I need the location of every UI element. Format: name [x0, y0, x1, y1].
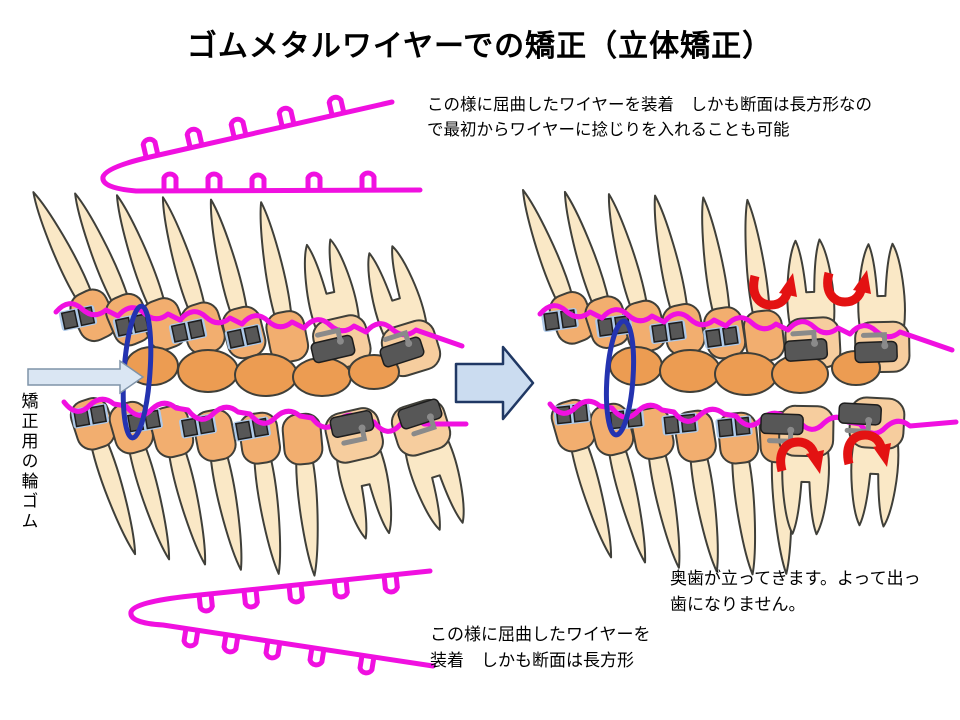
upper-archwire-sketch	[100, 96, 423, 192]
transition-arrow	[454, 345, 535, 421]
right-dentition-diagram	[504, 182, 959, 578]
pointer-arrow	[27, 359, 145, 395]
lower-archwire-sketch	[128, 568, 436, 674]
left-upper-wire	[53, 301, 465, 349]
right-occlusal-surfaces	[609, 346, 881, 396]
right-upper-wire	[537, 303, 955, 353]
elastic-band-right	[603, 318, 637, 438]
left-dentition-diagram	[15, 182, 478, 579]
